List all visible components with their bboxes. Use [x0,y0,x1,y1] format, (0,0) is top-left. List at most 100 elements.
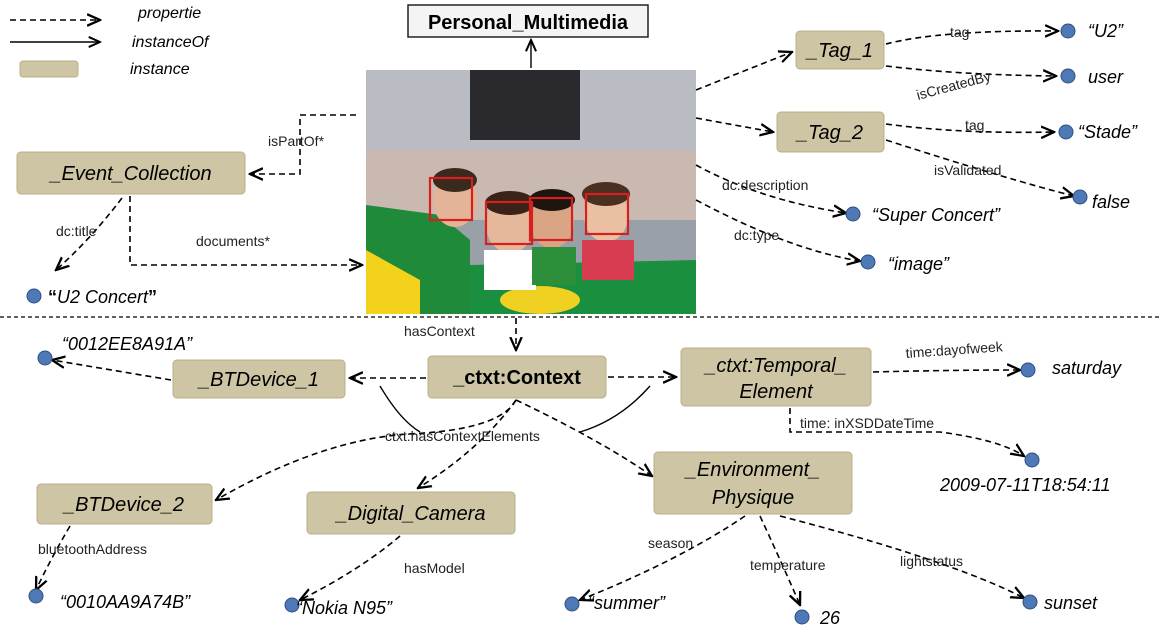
prop-dc-description: dc:description [722,177,808,193]
prop-season: season [648,535,693,551]
environment-node [653,451,853,515]
literal-u2-concert: “U2 Concert” [48,287,157,307]
hascontextelements-bracket-right [579,385,651,433]
literal-nokia-dot [284,597,300,613]
bt-device-2-node [36,483,213,525]
tag-1-node [795,30,885,70]
legend-instanceof-label: instanceOf [132,34,210,51]
literal-saturday: saturday [1052,358,1122,378]
literal-summer: “summer” [588,593,666,613]
literal-super-concert: “Super Concert” [872,205,1001,225]
context-label: _ctxt:Context [452,367,581,389]
prop-iscreatedby: isCreatedBy [915,68,993,103]
prop-inxsd: time: inXSDDateTime [800,415,934,431]
hascontextelements-bracket-left [379,385,421,433]
legend-instance-swatch [19,60,79,78]
tag-2-label: _Tag_2 [795,122,863,144]
prop-dayofweek: time:dayofweek [905,338,1004,361]
literal-stade: “Stade” [1078,122,1138,142]
prop-ispartof: isPartOf* [268,133,325,149]
legend-instance-label: instance [130,61,190,78]
edge-context-btdevice2 [216,399,517,500]
literal-u2: “U2” [1088,21,1124,41]
prop-tag-2: tag [965,117,984,133]
environment-label-1: _Environment_ [684,459,821,481]
literal-sunset-dot [1022,594,1038,610]
temporal-element-label-1: _ctxt:Temporal_ [703,355,847,377]
literal-sunset: sunset [1044,593,1098,613]
environment-label-2: Physique [712,487,794,509]
literal-bt-addr-2: “0010AA9A74B” [60,592,191,612]
literal-bt-addr-1-dot [37,350,53,366]
edge-tag [885,31,1058,45]
personal-multimedia-box [407,4,649,38]
digital-camera-node [306,491,516,535]
face-box-1 [428,176,474,222]
literal-image: “image” [888,254,950,274]
literal-datetime: 2009-07-11T18:54:11 [939,475,1110,495]
literal-bt-addr-2-dot [28,588,44,604]
edge-lightstatus [779,515,1024,598]
prop-tag: tag [950,24,969,40]
prop-hascontextelements: ctxt:hasContextElements [385,428,540,444]
edge-btdevice1-addr [52,360,172,381]
prop-lightstatus: lightstatus [900,553,963,569]
edge-dc-description [695,164,846,213]
prop-hascontext: hasContext [404,323,475,339]
literal-26: 26 [819,608,841,628]
digital-camera-label: _Digital_Camera [335,503,486,525]
temporal-element-node [680,347,872,407]
temporal-element-label-2: Element [739,381,814,403]
edge-temperature [759,515,800,605]
literal-stade-dot [1058,124,1074,140]
bt-device-2-label: _BTDevice_2 [62,494,184,516]
literal-u2-concert-dot [26,288,42,304]
legend-property-label: propertie [137,5,201,22]
edge-ispartof [250,114,356,174]
edge-bluetoothaddress [36,525,71,590]
event-collection-label: _Event_Collection [48,163,211,185]
edge-documents [129,196,362,265]
concert-photo [366,70,696,314]
context-node [427,355,607,399]
prop-isvalidated: isValidated [934,162,1001,178]
literal-false-dot [1072,189,1088,205]
literal-summer-dot [564,596,580,612]
edge-dc-type [695,199,860,261]
bt-device-1-node [172,359,346,399]
prop-dc-title: dc:title [56,223,97,239]
literal-super-concert-dot [845,206,861,222]
prop-bluetoothaddress: bluetoothAddress [38,541,147,557]
edge-photo-tag1 [695,52,792,91]
edge-dc-title [56,197,123,270]
literal-u2-dot [1060,23,1076,39]
edge-isvalidated [885,139,1074,196]
edge-context-environment [515,399,652,476]
literal-26-dot [794,609,810,625]
bt-device-1-label: _BTDevice_1 [197,369,319,391]
literal-false: false [1092,192,1130,212]
face-box-2 [484,200,534,246]
literal-bt-addr-1: “0012EE8A91A” [62,334,193,354]
literal-saturday-dot [1020,362,1036,378]
literal-nokia: “Nokia N95” [296,598,393,618]
edge-context-camera [418,399,517,488]
legend: propertie instanceOf instance [10,5,210,78]
edge-hasmodel [300,535,401,600]
personal-multimedia-label: Personal_Multimedia [428,12,629,34]
prop-hasmodel: hasModel [404,560,465,576]
prop-documents: documents* [196,233,270,249]
edge-photo-tag2 [695,117,773,132]
prop-dc-type: dc:type [734,227,779,243]
event-collection-node [16,151,246,195]
face-box-3 [528,196,574,242]
edge-season [580,515,746,600]
tag-1-label: _Tag_1 [805,40,873,62]
edge-dayofweek [872,370,1020,372]
tag-2-node [776,111,885,153]
literal-user-dot [1060,68,1076,84]
literal-user: user [1088,67,1124,87]
prop-temperature: temperature [750,557,826,573]
face-box-4 [584,192,630,236]
